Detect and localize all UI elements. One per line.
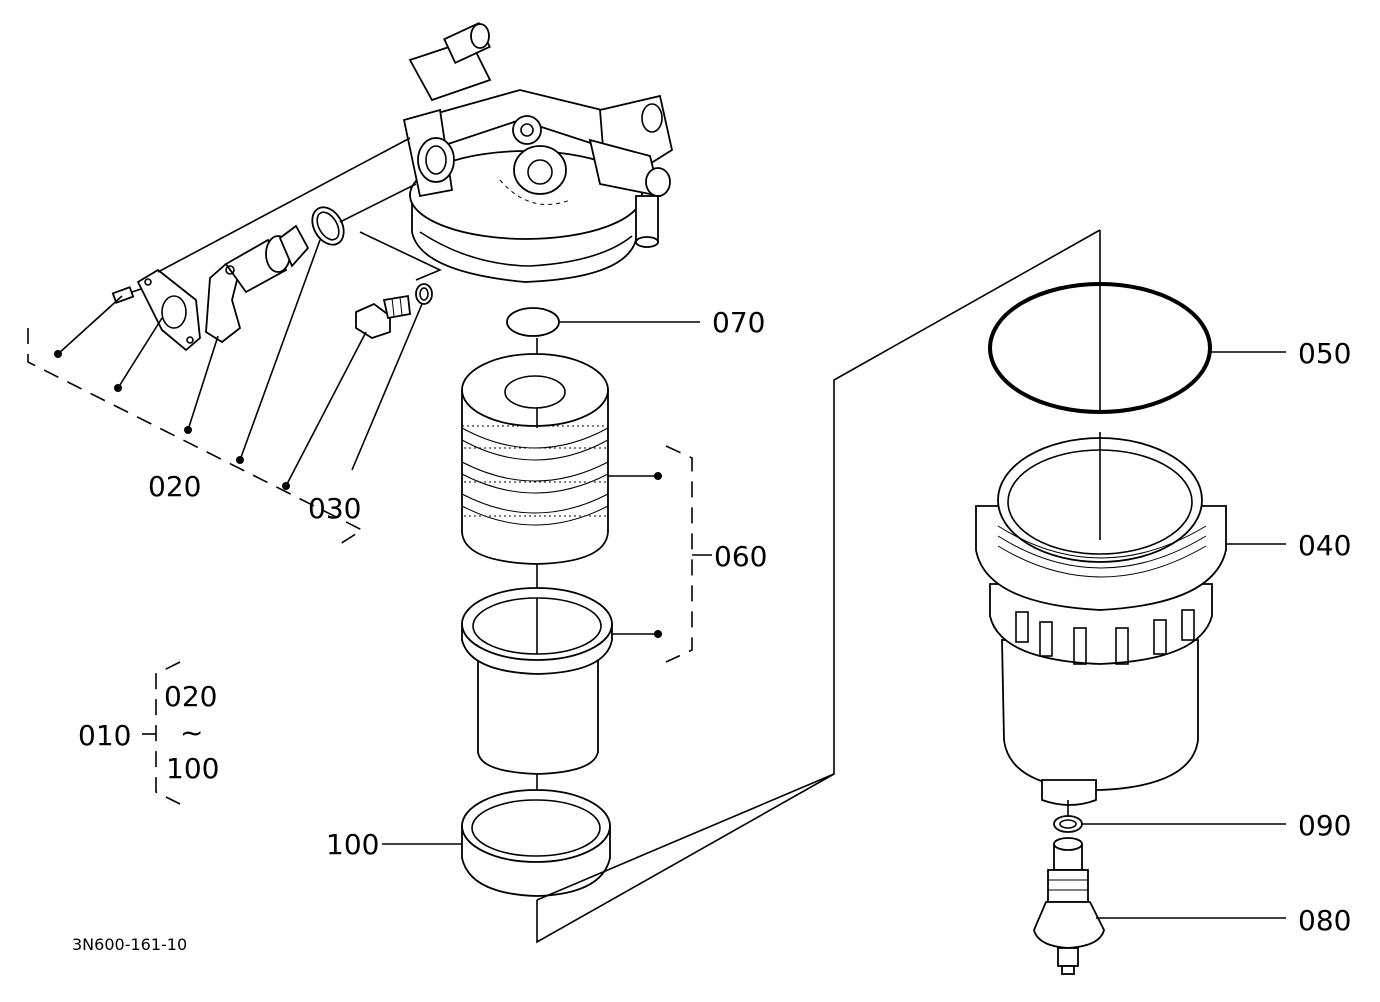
drain-cock-080: [1033, 837, 1286, 975]
connector-lines: [536, 229, 1101, 944]
label-range-tilde: ~: [180, 716, 203, 749]
label-020: 020: [148, 470, 201, 503]
label-060: 060: [714, 540, 767, 573]
drawing-number: 3N600-161-10: [72, 935, 187, 954]
gasket: [136, 268, 201, 352]
filter-element: [461, 353, 609, 565]
ring-100: [382, 789, 611, 897]
bracket-010: [142, 661, 181, 805]
label-range-from: 020: [164, 680, 217, 713]
left-leader-lines: [27, 137, 442, 545]
o-ring-090: [1053, 815, 1286, 833]
drain-plug: [355, 294, 411, 339]
label-070: 070: [712, 306, 765, 339]
inner-cup: [461, 587, 613, 775]
cock-lever: [205, 224, 310, 344]
small-o-ring-left: [311, 206, 345, 246]
label-050: 050: [1298, 337, 1351, 370]
o-ring-070: [506, 307, 700, 337]
label-080: 080: [1298, 904, 1351, 937]
label-range-to: 100: [166, 752, 219, 785]
bowl-040: [975, 437, 1286, 806]
label-030: 030: [308, 492, 361, 525]
label-040: 040: [1298, 529, 1351, 562]
label-100: 100: [326, 828, 379, 861]
bracket-060: [608, 445, 712, 663]
label-010: 010: [78, 719, 131, 752]
filter-head: [402, 21, 674, 283]
label-090: 090: [1298, 809, 1351, 842]
plug-o-ring: [415, 283, 433, 305]
o-ring-050: [988, 282, 1286, 414]
